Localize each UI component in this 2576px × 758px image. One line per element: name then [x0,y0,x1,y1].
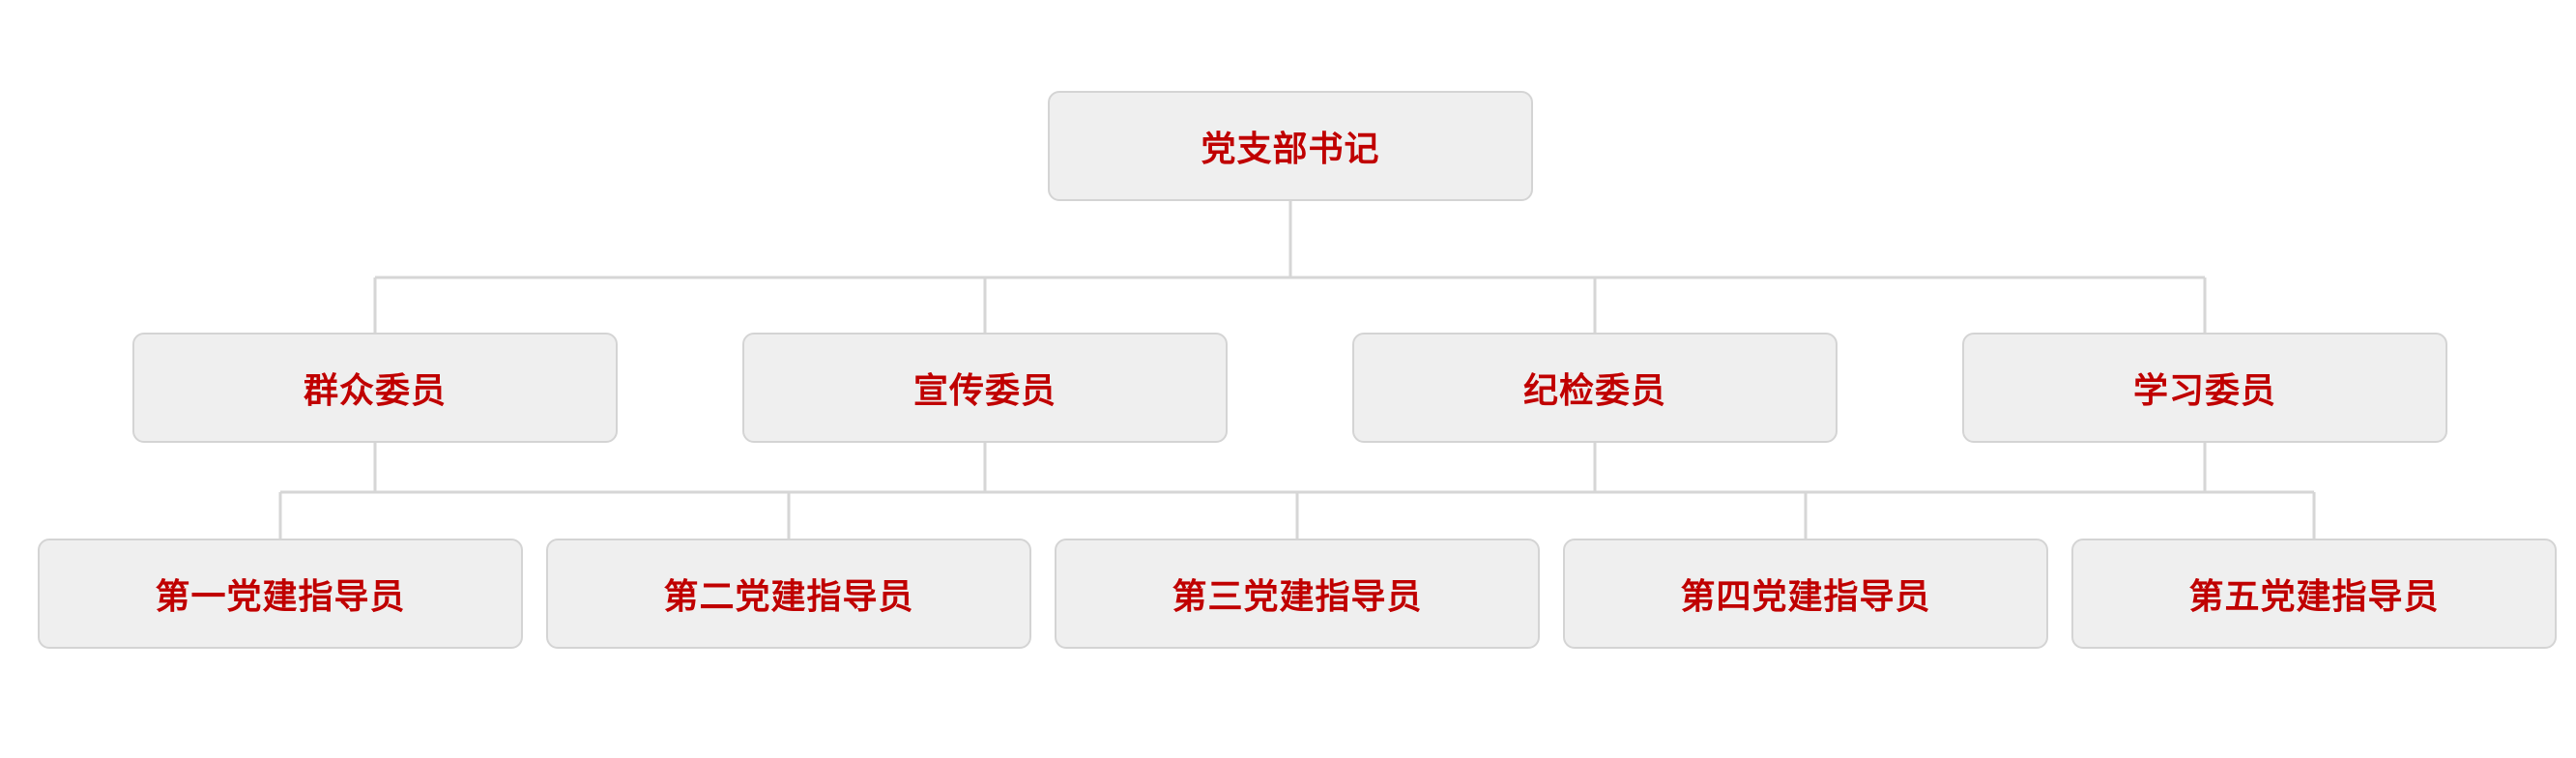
node-label: 群众委员 [303,371,447,411]
node-label: 第一党建指导员 [155,577,406,617]
node-label: 第五党建指导员 [2188,577,2440,617]
node-fourth-instructor: 第四党建指导员 [1563,539,2048,649]
node-label: 第二党建指导员 [663,577,914,617]
node-label: 宣传委员 [912,371,1056,411]
node-discipline-committee-member: 纪检委员 [1352,333,1838,443]
node-third-instructor: 第三党建指导员 [1055,539,1540,649]
node-second-instructor: 第二党建指导员 [546,539,1031,649]
node-label: 第四党建指导员 [1680,577,1931,617]
node-label: 党支部书记 [1201,130,1380,169]
node-mass-committee-member: 群众委员 [132,333,618,443]
node-label: 纪检委员 [1522,371,1666,411]
node-label: 学习委员 [2132,371,2276,411]
node-fifth-instructor: 第五党建指导员 [2071,539,2557,649]
node-publicity-committee-member: 宣传委员 [742,333,1228,443]
node-first-instructor: 第一党建指导员 [38,539,523,649]
node-label: 第三党建指导员 [1172,577,1423,617]
node-party-secretary: 党支部书记 [1048,91,1533,201]
node-study-committee-member: 学习委员 [1962,333,2447,443]
